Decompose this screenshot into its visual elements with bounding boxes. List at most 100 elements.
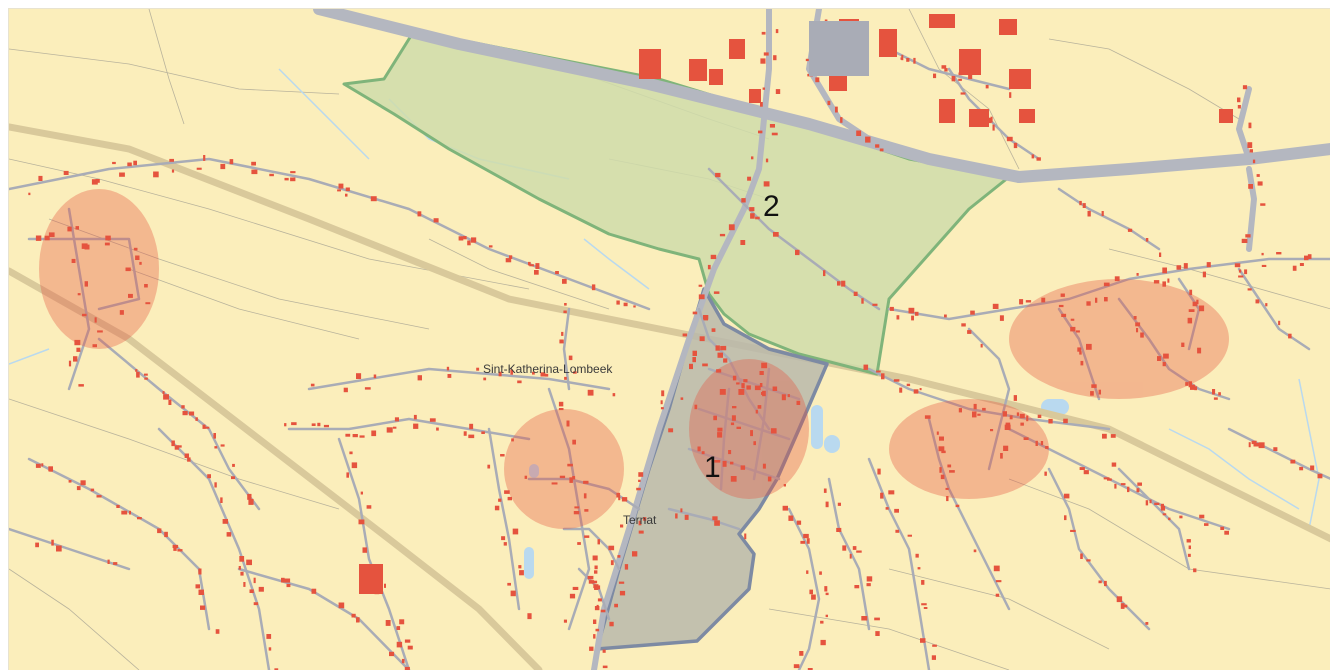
building (436, 427, 439, 431)
building (559, 339, 564, 344)
building (144, 284, 148, 288)
building (944, 314, 947, 318)
building (762, 463, 766, 469)
building (805, 58, 809, 62)
building (761, 31, 766, 35)
map-view[interactable]: 2 1 Sint-Katherina-Lombeek Ternat (8, 8, 1330, 670)
building (1127, 228, 1133, 232)
building (876, 370, 881, 373)
building (544, 373, 549, 377)
building (899, 387, 903, 393)
building (501, 536, 506, 541)
building (923, 607, 928, 609)
building (719, 233, 726, 237)
building (202, 424, 206, 429)
building (699, 336, 705, 342)
building (1220, 526, 1225, 530)
building (500, 454, 505, 457)
building (338, 602, 345, 609)
building (842, 545, 847, 551)
building (417, 211, 422, 217)
building (713, 291, 720, 294)
building (992, 303, 999, 309)
building (80, 480, 86, 486)
building (1149, 499, 1152, 504)
parking-lot (809, 21, 869, 76)
building (968, 73, 973, 80)
building (104, 242, 110, 246)
building (592, 555, 598, 561)
building (1133, 316, 1137, 320)
building (781, 394, 786, 401)
building (1258, 442, 1265, 449)
building (463, 431, 467, 436)
building (982, 407, 986, 411)
building (1145, 500, 1149, 506)
building (759, 371, 764, 375)
building (720, 345, 727, 351)
building (68, 360, 72, 367)
building (1070, 529, 1076, 532)
building (1120, 603, 1125, 609)
building (371, 430, 377, 437)
building (866, 583, 871, 587)
minor-roads (9, 47, 1330, 670)
building (675, 513, 678, 519)
map-canvas[interactable]: 2 1 Sint-Katherina-Lombeek Ternat (9, 9, 1330, 670)
building (519, 570, 524, 576)
building (1036, 157, 1041, 161)
building (908, 307, 915, 314)
building (587, 389, 594, 396)
building (594, 565, 598, 570)
building (1187, 317, 1193, 324)
building (1206, 262, 1211, 268)
building (914, 311, 919, 316)
building (617, 555, 621, 558)
building (517, 380, 522, 384)
building (1102, 433, 1107, 439)
building (760, 58, 766, 64)
building (1224, 530, 1229, 535)
building-large (359, 564, 383, 594)
building (820, 639, 826, 646)
building (144, 373, 148, 376)
building (592, 580, 598, 584)
building (243, 582, 246, 587)
building (730, 476, 737, 482)
building (849, 553, 852, 559)
building (755, 409, 758, 414)
building (139, 261, 142, 265)
building (323, 424, 329, 428)
building (215, 629, 220, 634)
building (1103, 477, 1110, 480)
building (1127, 486, 1130, 493)
building (1261, 252, 1264, 256)
building (719, 389, 726, 395)
building (1016, 412, 1020, 416)
building (195, 584, 200, 589)
building (317, 422, 321, 427)
building (955, 504, 960, 508)
building-large (969, 109, 989, 127)
building (758, 130, 763, 134)
building (1213, 397, 1218, 400)
building (446, 366, 450, 371)
building (761, 392, 765, 395)
building (564, 376, 567, 380)
building (187, 457, 191, 462)
building (819, 571, 822, 575)
building (1031, 154, 1035, 159)
building (736, 382, 740, 385)
building (346, 472, 349, 478)
building (714, 460, 721, 463)
building (1080, 553, 1083, 559)
building (619, 590, 626, 596)
building (624, 564, 629, 570)
building (885, 507, 889, 510)
building (866, 576, 873, 582)
building (1114, 483, 1117, 489)
building (1145, 238, 1149, 242)
building (636, 487, 641, 491)
building (1261, 264, 1267, 267)
building (717, 352, 723, 358)
